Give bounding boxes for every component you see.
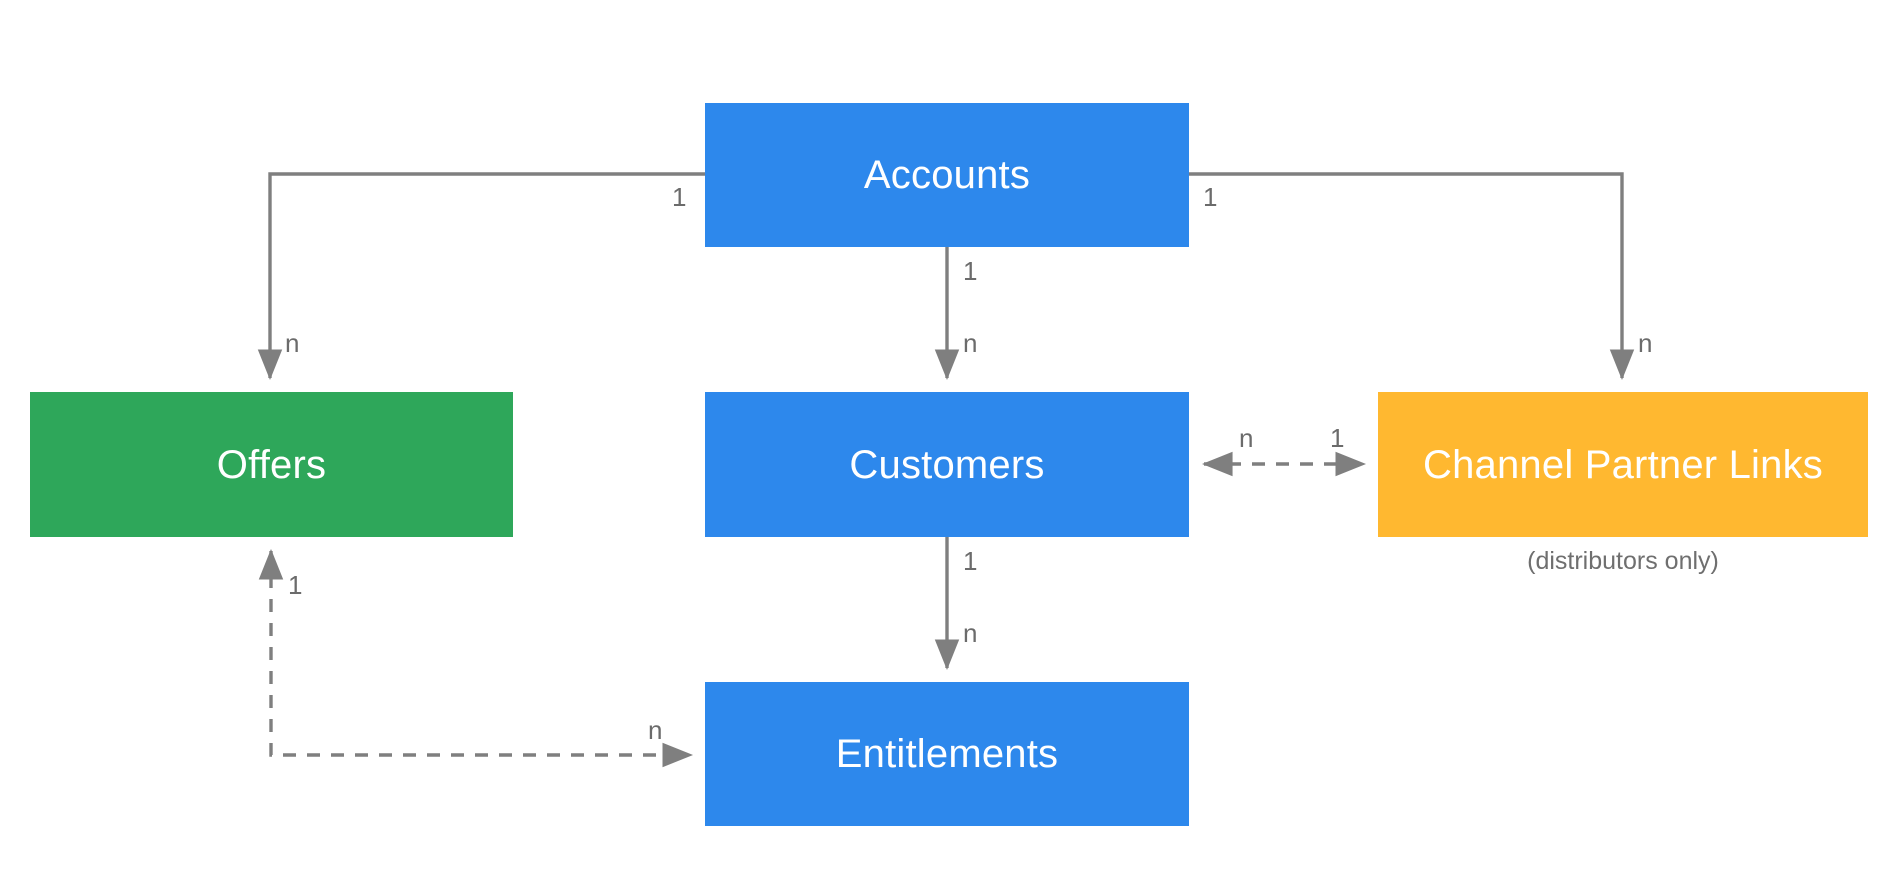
node-entitlements[interactable]: Entitlements [705, 682, 1189, 826]
node-offers[interactable]: Offers [30, 392, 513, 537]
edge-label-entitlements-offers-target: 1 [288, 570, 303, 600]
edge-accounts-offers [257, 172, 705, 381]
edge-label-accounts-offers-target: n [285, 328, 300, 358]
edge-accounts-channel-partner-links [1189, 172, 1635, 381]
node-accounts[interactable]: Accounts [705, 103, 1189, 247]
node-entitlements-label: Entitlements [835, 732, 1059, 776]
node-customers-label: Customers [849, 442, 1045, 487]
edge-label-accounts-channel-partner-links-source: 1 [1203, 182, 1218, 212]
edge-label-accounts-customers-target: n [963, 328, 978, 358]
node-offers-label: Offers [216, 442, 327, 487]
node-channel-partner-links-caption: (distributors only) [1527, 547, 1719, 575]
edge-label-accounts-channel-partner-links-target: n [1638, 328, 1653, 358]
edge-label-customers-entitlements-source: 1 [963, 546, 978, 576]
edge-label-customers-channel-partner-links-source: n [1239, 423, 1254, 453]
node-accounts-label: Accounts [863, 153, 1031, 197]
edge-label-accounts-offers-source: 1 [672, 182, 687, 212]
node-channel-partner-links-label: Channel Partner Links [1423, 442, 1823, 487]
edge-label-accounts-customers-source: 1 [963, 256, 978, 286]
edge-label-customers-channel-partner-links-target: 1 [1330, 423, 1345, 453]
node-customers[interactable]: Customers [705, 392, 1189, 537]
edge-label-customers-entitlements-target: n [963, 618, 978, 648]
node-channel-partner-links[interactable]: Channel Partner Links [1378, 392, 1868, 537]
edge-label-entitlements-offers-source: n [648, 715, 663, 745]
edge-entitlements-offers [258, 548, 694, 768]
